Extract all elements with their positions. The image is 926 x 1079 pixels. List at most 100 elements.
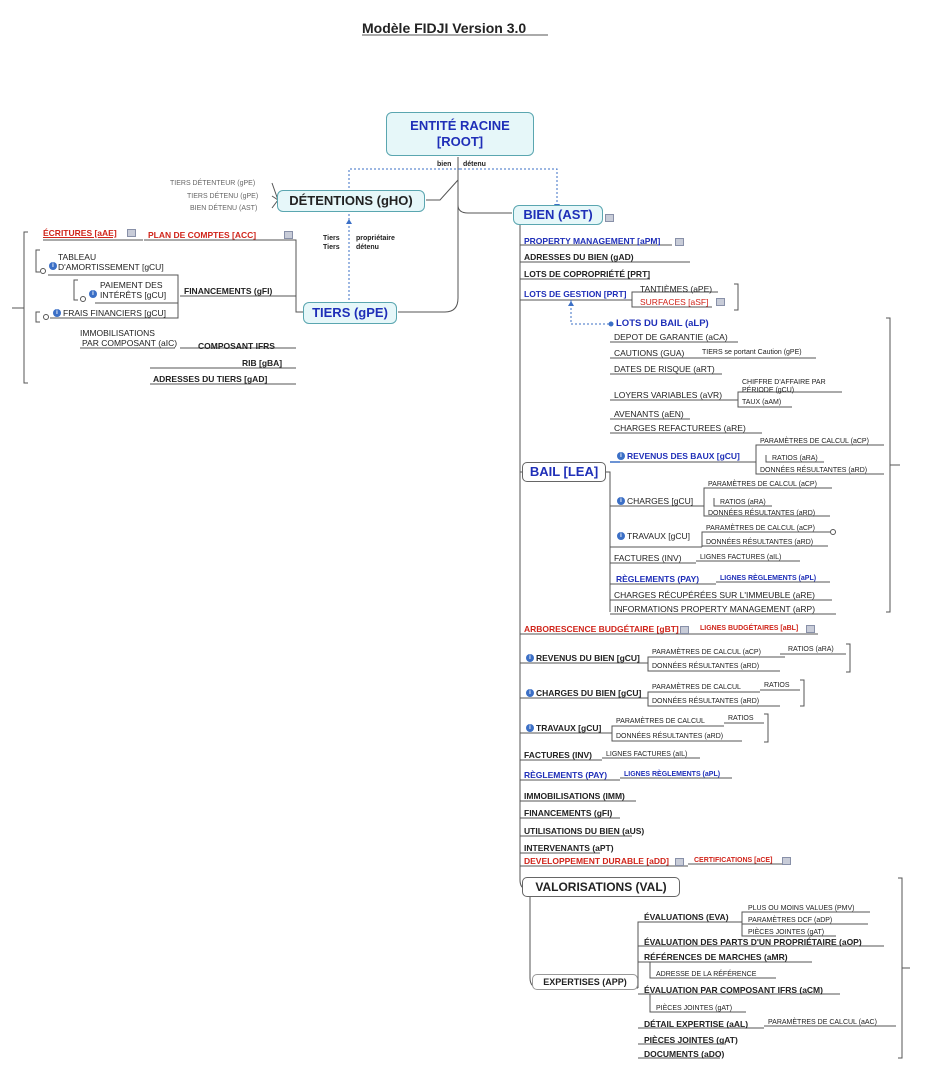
expertises-node[interactable]: EXPERTISES (APP) bbox=[532, 974, 638, 990]
adresses-bien-label: ADRESSES DU BIEN (gAD) bbox=[524, 252, 634, 262]
edge-label-tiers-1: Tiers bbox=[323, 235, 340, 242]
param-calc-label: PARAMÈTRES DE CALCUL (aAC) bbox=[768, 1019, 877, 1026]
factures-bail-label: FACTURES (INV) bbox=[614, 553, 682, 563]
tableau-line1: TABLEAU bbox=[58, 252, 97, 262]
bien-node[interactable]: BIEN (AST) bbox=[513, 205, 603, 225]
travaux-bien-param: PARAMÈTRES DE CALCUL bbox=[616, 718, 705, 725]
frais-label: FRAIS FINANCIERS [gCU] bbox=[63, 308, 166, 318]
dcf-label: PARAMÈTRES DCF (aDP) bbox=[748, 917, 833, 924]
revenus-bien-ratios: RATIOS (aRA) bbox=[788, 646, 834, 653]
info-icon: i bbox=[89, 290, 97, 298]
bail-label: BAIL [LEA] bbox=[529, 464, 599, 479]
eval-comp-label: ÉVALUATION PAR COMPOSANT IFRS (aCM) bbox=[644, 985, 823, 995]
charges-recup-label: CHARGES RÉCUPÉRÉES SUR L'IMMEUBLE (aRE) bbox=[614, 590, 815, 600]
charges-bien-label: CHARGES DU BIEN [gCU] bbox=[536, 688, 642, 698]
detentions-item-tiers-detenteur: TIERS DÉTENTEUR (gPE) bbox=[170, 180, 256, 187]
expertises-label: EXPERTISES (APP) bbox=[543, 977, 627, 987]
pm-label: PROPERTY MANAGEMENT [aPM] bbox=[524, 236, 661, 246]
info-icon: i bbox=[53, 309, 61, 317]
note-icon bbox=[675, 238, 684, 246]
arbo-label: ARBORESCENCE BUDGÉTAIRE [gBT] bbox=[524, 624, 679, 634]
edge-label-detenu-2: détenu bbox=[356, 244, 379, 251]
lignes-reglements-bail-label: LIGNES RÈGLEMENTS (aPL) bbox=[720, 575, 817, 582]
detail-label: DÉTAIL EXPERTISE (aAL) bbox=[644, 1019, 749, 1029]
note-icon bbox=[284, 231, 293, 239]
tableau-line2: D'AMORTISSEMENT [gCU] bbox=[58, 262, 164, 272]
root-line1: ENTITÉ RACINE bbox=[410, 118, 510, 133]
info-pm-label: INFORMATIONS PROPERTY MANAGEMENT (aRP) bbox=[614, 604, 816, 614]
info-icon: i bbox=[526, 689, 534, 697]
edge-label-detenu: détenu bbox=[463, 161, 486, 168]
cautions-sub-label: TIERS se portant Caution (gPE) bbox=[702, 349, 802, 356]
charges-bien-ratios: RATIOS bbox=[764, 682, 790, 689]
revenus-baux-label: REVENUS DES BAUX [gCU] bbox=[627, 451, 740, 461]
rib-label: RIB [gBA] bbox=[242, 358, 283, 368]
charges-donnees-label: DONNÉES RÉSULTANTES (aRD) bbox=[708, 510, 816, 517]
valorisations-label: VALORISATIONS (VAL) bbox=[535, 880, 667, 894]
composant-ifrs-label: COMPOSANT IFRS bbox=[198, 341, 275, 351]
info-icon: i bbox=[526, 724, 534, 732]
root-line2: [ROOT] bbox=[436, 134, 484, 149]
dev-durable-label: DEVELOPPEMENT DURABLE [aDD] bbox=[524, 856, 669, 866]
info-icon: i bbox=[617, 452, 625, 460]
lots-copro-label: LOTS DE COPROPRIÉTÉ [PRT] bbox=[524, 269, 651, 279]
depot-label: DEPOT DE GARANTIE (aCA) bbox=[614, 332, 728, 342]
ecritures-label: ÉCRITURES [aAE] bbox=[43, 228, 117, 238]
valorisations-node[interactable]: VALORISATIONS (VAL) bbox=[522, 877, 680, 897]
financements-tiers-label: FINANCEMENTS (gFI) bbox=[184, 286, 273, 296]
charges-bien-param: PARAMÈTRES DE CALCUL bbox=[652, 684, 741, 691]
expand-icon[interactable] bbox=[80, 296, 86, 302]
note-icon bbox=[675, 858, 684, 866]
adresse-ref-label: ADRESSE DE LA RÉFÉRENCE bbox=[656, 971, 757, 978]
bail-node[interactable]: BAIL [LEA] bbox=[522, 462, 606, 482]
evaluations-label: ÉVALUATIONS (EVA) bbox=[644, 912, 729, 922]
surfaces-label: SURFACES [aSF] bbox=[640, 297, 709, 307]
info-icon: i bbox=[526, 654, 534, 662]
edge-label-tiers-2: Tiers bbox=[323, 244, 340, 251]
page-title: Modèle FIDJI Version 3.0 bbox=[362, 20, 527, 36]
pmv-label: PLUS OU MOINS VALUES (PMV) bbox=[748, 905, 855, 912]
plan-comptes-label: PLAN DE COMPTES [ACC] bbox=[148, 230, 257, 240]
revenus-bien-donnees: DONNÉES RÉSULTANTES (aRD) bbox=[652, 663, 760, 670]
immo-line1: IMMOBILISATIONS bbox=[80, 328, 155, 338]
immo-line2: PAR COMPOSANT (aIC) bbox=[82, 338, 178, 348]
detentions-node[interactable]: DÉTENTIONS (gHO) bbox=[277, 190, 425, 212]
info-icon: i bbox=[617, 497, 625, 505]
financements-bien-label: FINANCEMENTS (gFI) bbox=[524, 808, 613, 818]
certifications-label: CERTIFICATIONS [aCE] bbox=[694, 857, 773, 864]
factures-bien-label: FACTURES (INV) bbox=[524, 750, 592, 760]
travaux-param-label: PARAMÈTRES DE CALCUL (aCP) bbox=[706, 525, 815, 532]
charges-param-label: PARAMÈTRES DE CALCUL (aCP) bbox=[708, 481, 817, 488]
travaux-bien-ratios: RATIOS bbox=[728, 715, 754, 722]
travaux-donnees-label: DONNÉES RÉSULTANTES (aRD) bbox=[706, 539, 814, 546]
info-icon: i bbox=[49, 262, 57, 270]
note-icon bbox=[782, 857, 791, 865]
detentions-item-bien-detenu: BIEN DÉTENU (AST) bbox=[190, 205, 258, 212]
adresses-tiers-label: ADRESSES DU TIERS [gAD] bbox=[153, 374, 268, 384]
note-icon bbox=[806, 625, 815, 633]
immobilisations-label: IMMOBILISATIONS (IMM) bbox=[524, 791, 625, 801]
travaux-bien-donnees: DONNÉES RÉSULTANTES (aRD) bbox=[616, 733, 724, 740]
note-icon bbox=[716, 298, 725, 306]
lignes-reglements-bien-label: LIGNES RÈGLEMENTS (aPL) bbox=[624, 771, 721, 778]
reglements-bail-label: RÈGLEMENTS (PAY) bbox=[616, 574, 700, 584]
ca-line1: CHIFFRE D'AFFAIRE PAR bbox=[742, 379, 826, 386]
root-node[interactable]: ENTITÉ RACINE [ROOT] bbox=[386, 112, 534, 156]
avenants-label: AVENANTS (aEN) bbox=[614, 409, 684, 419]
expand-icon[interactable] bbox=[830, 529, 836, 535]
charges-ref-label: CHARGES REFACTUREES (aRE) bbox=[614, 423, 746, 433]
references-label: RÉFÉRENCES DE MARCHES (aMR) bbox=[644, 952, 788, 962]
expand-icon[interactable] bbox=[40, 268, 46, 274]
travaux-bien-label: TRAVAUX [gCU] bbox=[536, 723, 602, 733]
pj-label: PIÈCES JOINTES (gAT) bbox=[748, 929, 825, 936]
paiement-line2: INTÉRÊTS [gCU] bbox=[100, 290, 167, 300]
note-icon bbox=[680, 626, 689, 634]
tiers-node[interactable]: TIERS (gPE) bbox=[303, 302, 397, 324]
reglements-bien-label: RÈGLEMENTS (PAY) bbox=[524, 770, 608, 780]
expand-icon[interactable] bbox=[43, 314, 49, 320]
charges-bien-donnees: DONNÉES RÉSULTANTES (aRD) bbox=[652, 698, 760, 705]
lots-bail-label: LOTS DU BAIL (aLP) bbox=[616, 318, 709, 329]
intervenants-label: INTERVENANTS (aPT) bbox=[524, 843, 614, 853]
note-icon bbox=[605, 214, 614, 222]
travaux-bail-label: TRAVAUX [gCU] bbox=[627, 531, 690, 541]
